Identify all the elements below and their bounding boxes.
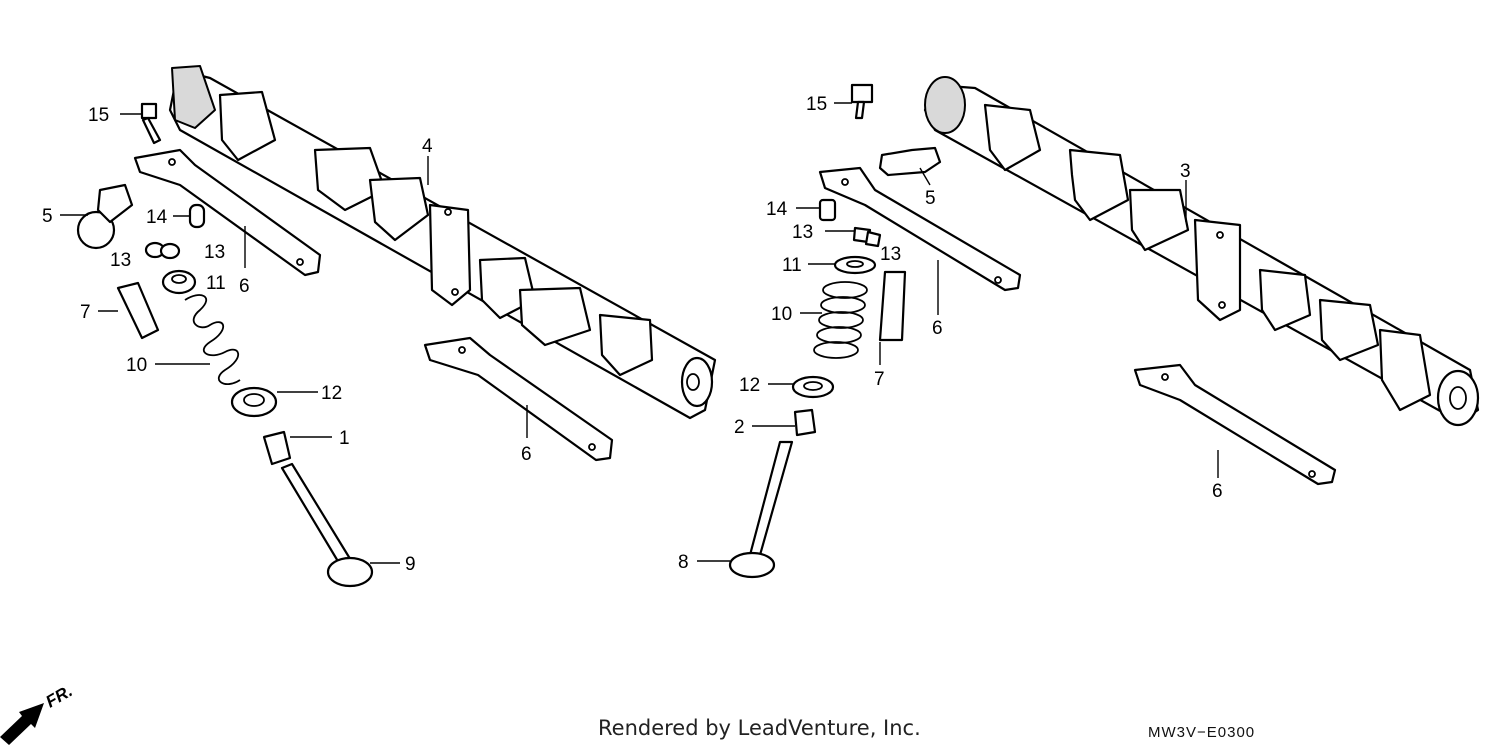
cotters-right[interactable] (852, 226, 882, 248)
callout-5-left[interactable]: 5 (42, 206, 53, 227)
callout-8[interactable]: 8 (678, 552, 689, 573)
callout-15-left[interactable]: 15 (88, 105, 109, 126)
callout-6-left-upper[interactable]: 6 (239, 276, 250, 297)
camshaft-left[interactable] (168, 65, 717, 420)
diagram-code: MW3V−E0300 (1148, 724, 1256, 741)
callout-13-left-a[interactable]: 13 (110, 250, 131, 271)
front-direction-arrow: FR. (0, 681, 76, 745)
callout-12-left[interactable]: 12 (321, 383, 342, 404)
valve-spring-left[interactable] (184, 294, 241, 385)
callout-12-right[interactable]: 12 (739, 375, 760, 396)
valve-spring-right[interactable] (813, 281, 868, 359)
callout-6-right-upper[interactable]: 6 (932, 318, 943, 339)
callout-10-left[interactable]: 10 (126, 355, 147, 376)
cotters-left[interactable] (144, 241, 181, 260)
guide-plate-left-lower[interactable] (423, 336, 614, 462)
rocker-arm-right[interactable] (878, 146, 942, 177)
guide-plate-right-upper[interactable] (818, 166, 1022, 292)
callout-5-right[interactable]: 5 (925, 188, 936, 209)
callout-6-right-lower[interactable]: 6 (1212, 481, 1223, 502)
callout-14-left[interactable]: 14 (146, 207, 168, 228)
valve-seat-right[interactable] (791, 375, 835, 399)
callout-11-left[interactable]: 11 (206, 273, 226, 294)
stem-seal-right[interactable] (793, 408, 817, 437)
bolt-left[interactable] (140, 102, 162, 145)
callout-15-right[interactable]: 15 (806, 94, 827, 115)
callout-1[interactable]: 1 (339, 428, 350, 449)
lifter-right[interactable] (878, 270, 907, 342)
arrow-icon (0, 703, 44, 745)
credit-text: Rendered by LeadVenture, Inc. (598, 716, 921, 740)
spring-retainer-left[interactable] (161, 269, 197, 295)
callout-11-right[interactable]: 11 (782, 255, 802, 276)
guide-plate-right-lower[interactable] (1133, 363, 1337, 486)
guide-plate-left-upper[interactable] (133, 148, 322, 277)
callout-13-left-b[interactable]: 13 (204, 242, 225, 263)
valve-left[interactable] (280, 462, 374, 588)
callout-6-left-lower[interactable]: 6 (521, 444, 532, 465)
lifter-left[interactable] (116, 281, 160, 340)
callout-13-right-a[interactable]: 13 (792, 222, 813, 243)
stem-seal-left[interactable] (262, 430, 292, 466)
spring-retainer-right[interactable] (833, 255, 877, 275)
dowel-pin-right[interactable] (818, 198, 837, 222)
callout-4[interactable]: 4 (422, 136, 433, 157)
callout-7-left[interactable]: 7 (80, 302, 91, 323)
callout-3[interactable]: 3 (1180, 161, 1191, 182)
valve-right[interactable] (728, 440, 794, 579)
leader-lines (60, 102, 1219, 564)
callout-14-right[interactable]: 14 (766, 199, 788, 220)
rocker-arm-left[interactable] (76, 183, 134, 250)
callout-7-right[interactable]: 7 (874, 369, 885, 390)
valve-seat-left[interactable] (230, 386, 278, 418)
callout-9[interactable]: 9 (405, 554, 416, 575)
fr-label: FR. (43, 681, 76, 711)
dowel-pin-left[interactable] (188, 203, 206, 229)
callout-2[interactable]: 2 (734, 417, 745, 438)
callout-10-right[interactable]: 10 (771, 304, 792, 325)
callout-labels: 1 2 3 4 5 5 6 6 6 6 7 7 8 9 10 10 11 11 … (42, 94, 1223, 575)
callout-13-right-b[interactable]: 13 (880, 244, 901, 265)
bolt-right[interactable] (850, 83, 874, 120)
camshaft-right[interactable] (923, 76, 1480, 427)
